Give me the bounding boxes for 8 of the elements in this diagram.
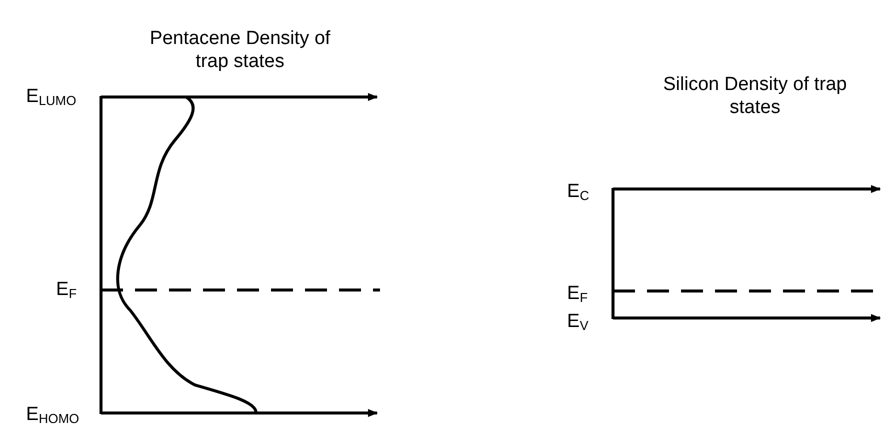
energy-level-label: E$_{F}$ [56,279,77,302]
energy-level-label: E$_{F}$ [567,283,588,306]
energy-level-label: E$_{LUMO}$ [26,86,76,109]
energy-level-label: E$_{HOMO}$ [26,404,80,427]
panel-heading: Silicon Density of trap states [662,74,848,120]
energy-level-label: E$_{V}$ [567,311,588,334]
panel-heading: Pentacene Density of trap states [148,28,332,74]
energy-level-label: E$_{C}$ [567,181,590,204]
